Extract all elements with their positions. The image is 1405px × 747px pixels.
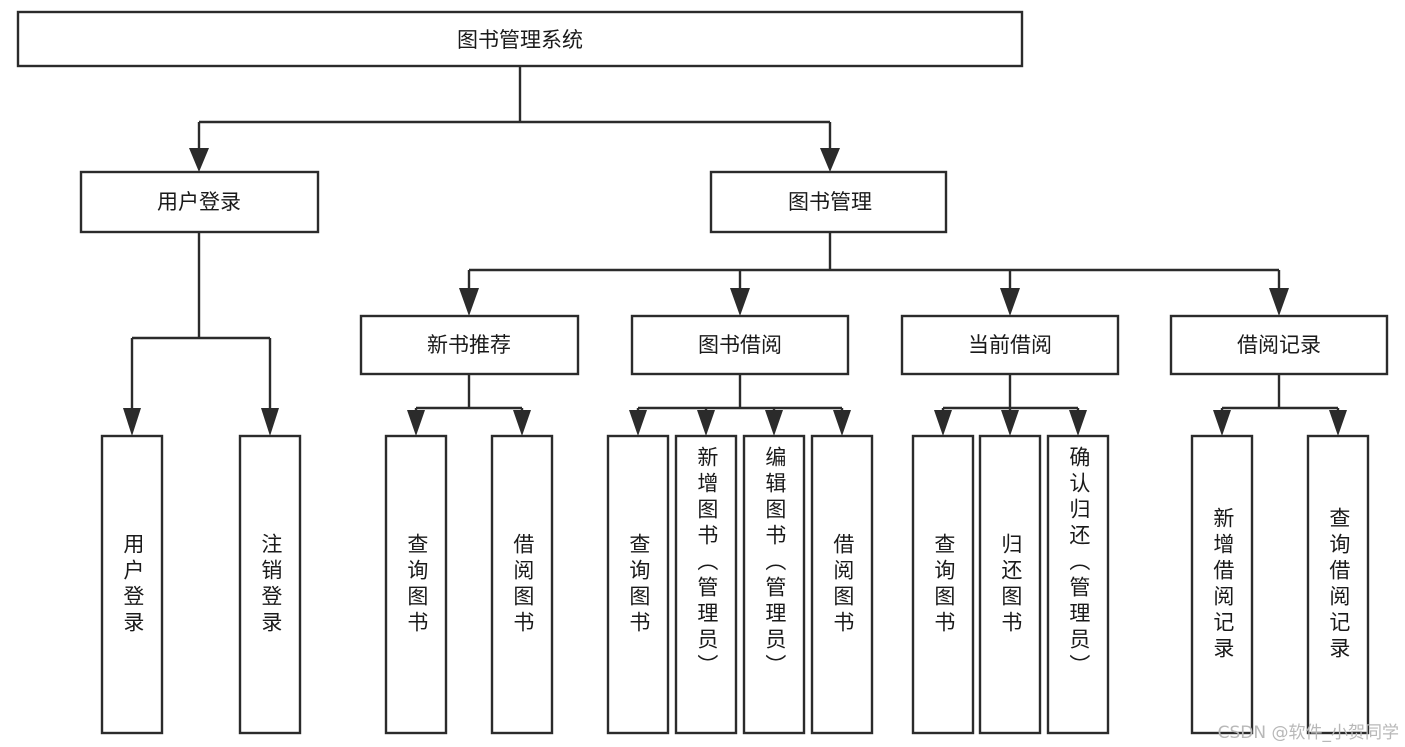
leaf-box-10[interactable] bbox=[978, 434, 1042, 735]
arrow-head-leaf-12 bbox=[1213, 410, 1231, 436]
node-new-book-recommend[interactable]: 新书推荐 bbox=[359, 314, 580, 376]
node-current-borrow[interactable]: 当前借阅 bbox=[900, 314, 1120, 376]
leaf-box-5[interactable] bbox=[606, 434, 670, 735]
leaf-box-3[interactable] bbox=[384, 434, 448, 735]
connector-group-record bbox=[1213, 374, 1347, 436]
node-root-label: 图书管理系统 bbox=[457, 28, 583, 52]
connector-group-borrow bbox=[629, 374, 851, 436]
arrow-head-l3-1 bbox=[459, 288, 479, 316]
arrow-head-leaf-13 bbox=[1329, 410, 1347, 436]
node-new-book-recommend-label: 新书推荐 bbox=[427, 333, 511, 357]
arrow-head-l3-3 bbox=[1000, 288, 1020, 316]
arrow-head-leaf-8 bbox=[833, 410, 851, 436]
node-user-login-box[interactable] bbox=[79, 170, 320, 234]
leaf-box-8[interactable] bbox=[810, 434, 874, 735]
arrow-head-userlogin bbox=[189, 148, 209, 172]
connector-group-bookmgmt bbox=[459, 232, 1289, 316]
arrow-head-leaf-7 bbox=[765, 410, 783, 436]
arrow-head-leaf-3 bbox=[407, 410, 425, 436]
arrow-head-leaf-2 bbox=[261, 408, 279, 436]
leaf-box-2[interactable] bbox=[238, 434, 302, 735]
connector-group-current bbox=[934, 374, 1087, 436]
node-user-login[interactable]: 用户登录 bbox=[79, 170, 320, 234]
arrow-head-l3-2 bbox=[730, 288, 750, 316]
leaf-box-11[interactable] bbox=[1046, 434, 1110, 735]
node-book-borrow-box[interactable] bbox=[630, 314, 850, 376]
node-current-borrow-label: 当前借阅 bbox=[968, 333, 1052, 357]
node-book-management-label: 图书管理 bbox=[788, 190, 872, 214]
arrow-head-leaf-1 bbox=[123, 408, 141, 436]
leaf-box-7[interactable] bbox=[742, 434, 806, 735]
node-borrow-record[interactable]: 借阅记录 bbox=[1169, 314, 1389, 376]
arrow-head-leaf-9 bbox=[934, 410, 952, 436]
connector-group-userlogin bbox=[123, 232, 279, 436]
leaf-boxes bbox=[100, 434, 1370, 735]
leaf-box-6[interactable] bbox=[674, 434, 738, 735]
node-current-borrow-box[interactable] bbox=[900, 314, 1120, 376]
node-book-borrow-label: 图书借阅 bbox=[698, 333, 782, 357]
node-new-book-recommend-box[interactable] bbox=[359, 314, 580, 376]
node-user-login-label: 用户登录 bbox=[157, 190, 241, 214]
arrow-head-leaf-4 bbox=[513, 410, 531, 436]
node-borrow-record-label: 借阅记录 bbox=[1237, 333, 1321, 357]
leaf-box-1[interactable] bbox=[100, 434, 164, 735]
arrow-head-bookmgmt bbox=[820, 148, 840, 172]
arrow-head-l3-4 bbox=[1269, 288, 1289, 316]
connector-group-newbook bbox=[407, 374, 531, 436]
arrow-head-leaf-11 bbox=[1069, 410, 1087, 436]
connector-group-root bbox=[189, 66, 840, 172]
leaf-box-13[interactable] bbox=[1306, 434, 1370, 735]
arrow-head-leaf-10 bbox=[1001, 410, 1019, 436]
node-root-box[interactable] bbox=[16, 10, 1024, 68]
node-borrow-record-box[interactable] bbox=[1169, 314, 1389, 376]
node-book-borrow[interactable]: 图书借阅 bbox=[630, 314, 850, 376]
node-root[interactable]: 图书管理系统 bbox=[16, 10, 1024, 68]
node-book-management[interactable]: 图书管理 bbox=[709, 170, 948, 234]
leaf-box-12[interactable] bbox=[1190, 434, 1254, 735]
leaf-box-9[interactable] bbox=[911, 434, 975, 735]
arrow-head-leaf-6 bbox=[697, 410, 715, 436]
arrow-head-leaf-5 bbox=[629, 410, 647, 436]
leaf-box-4[interactable] bbox=[490, 434, 554, 735]
node-book-management-box[interactable] bbox=[709, 170, 948, 234]
